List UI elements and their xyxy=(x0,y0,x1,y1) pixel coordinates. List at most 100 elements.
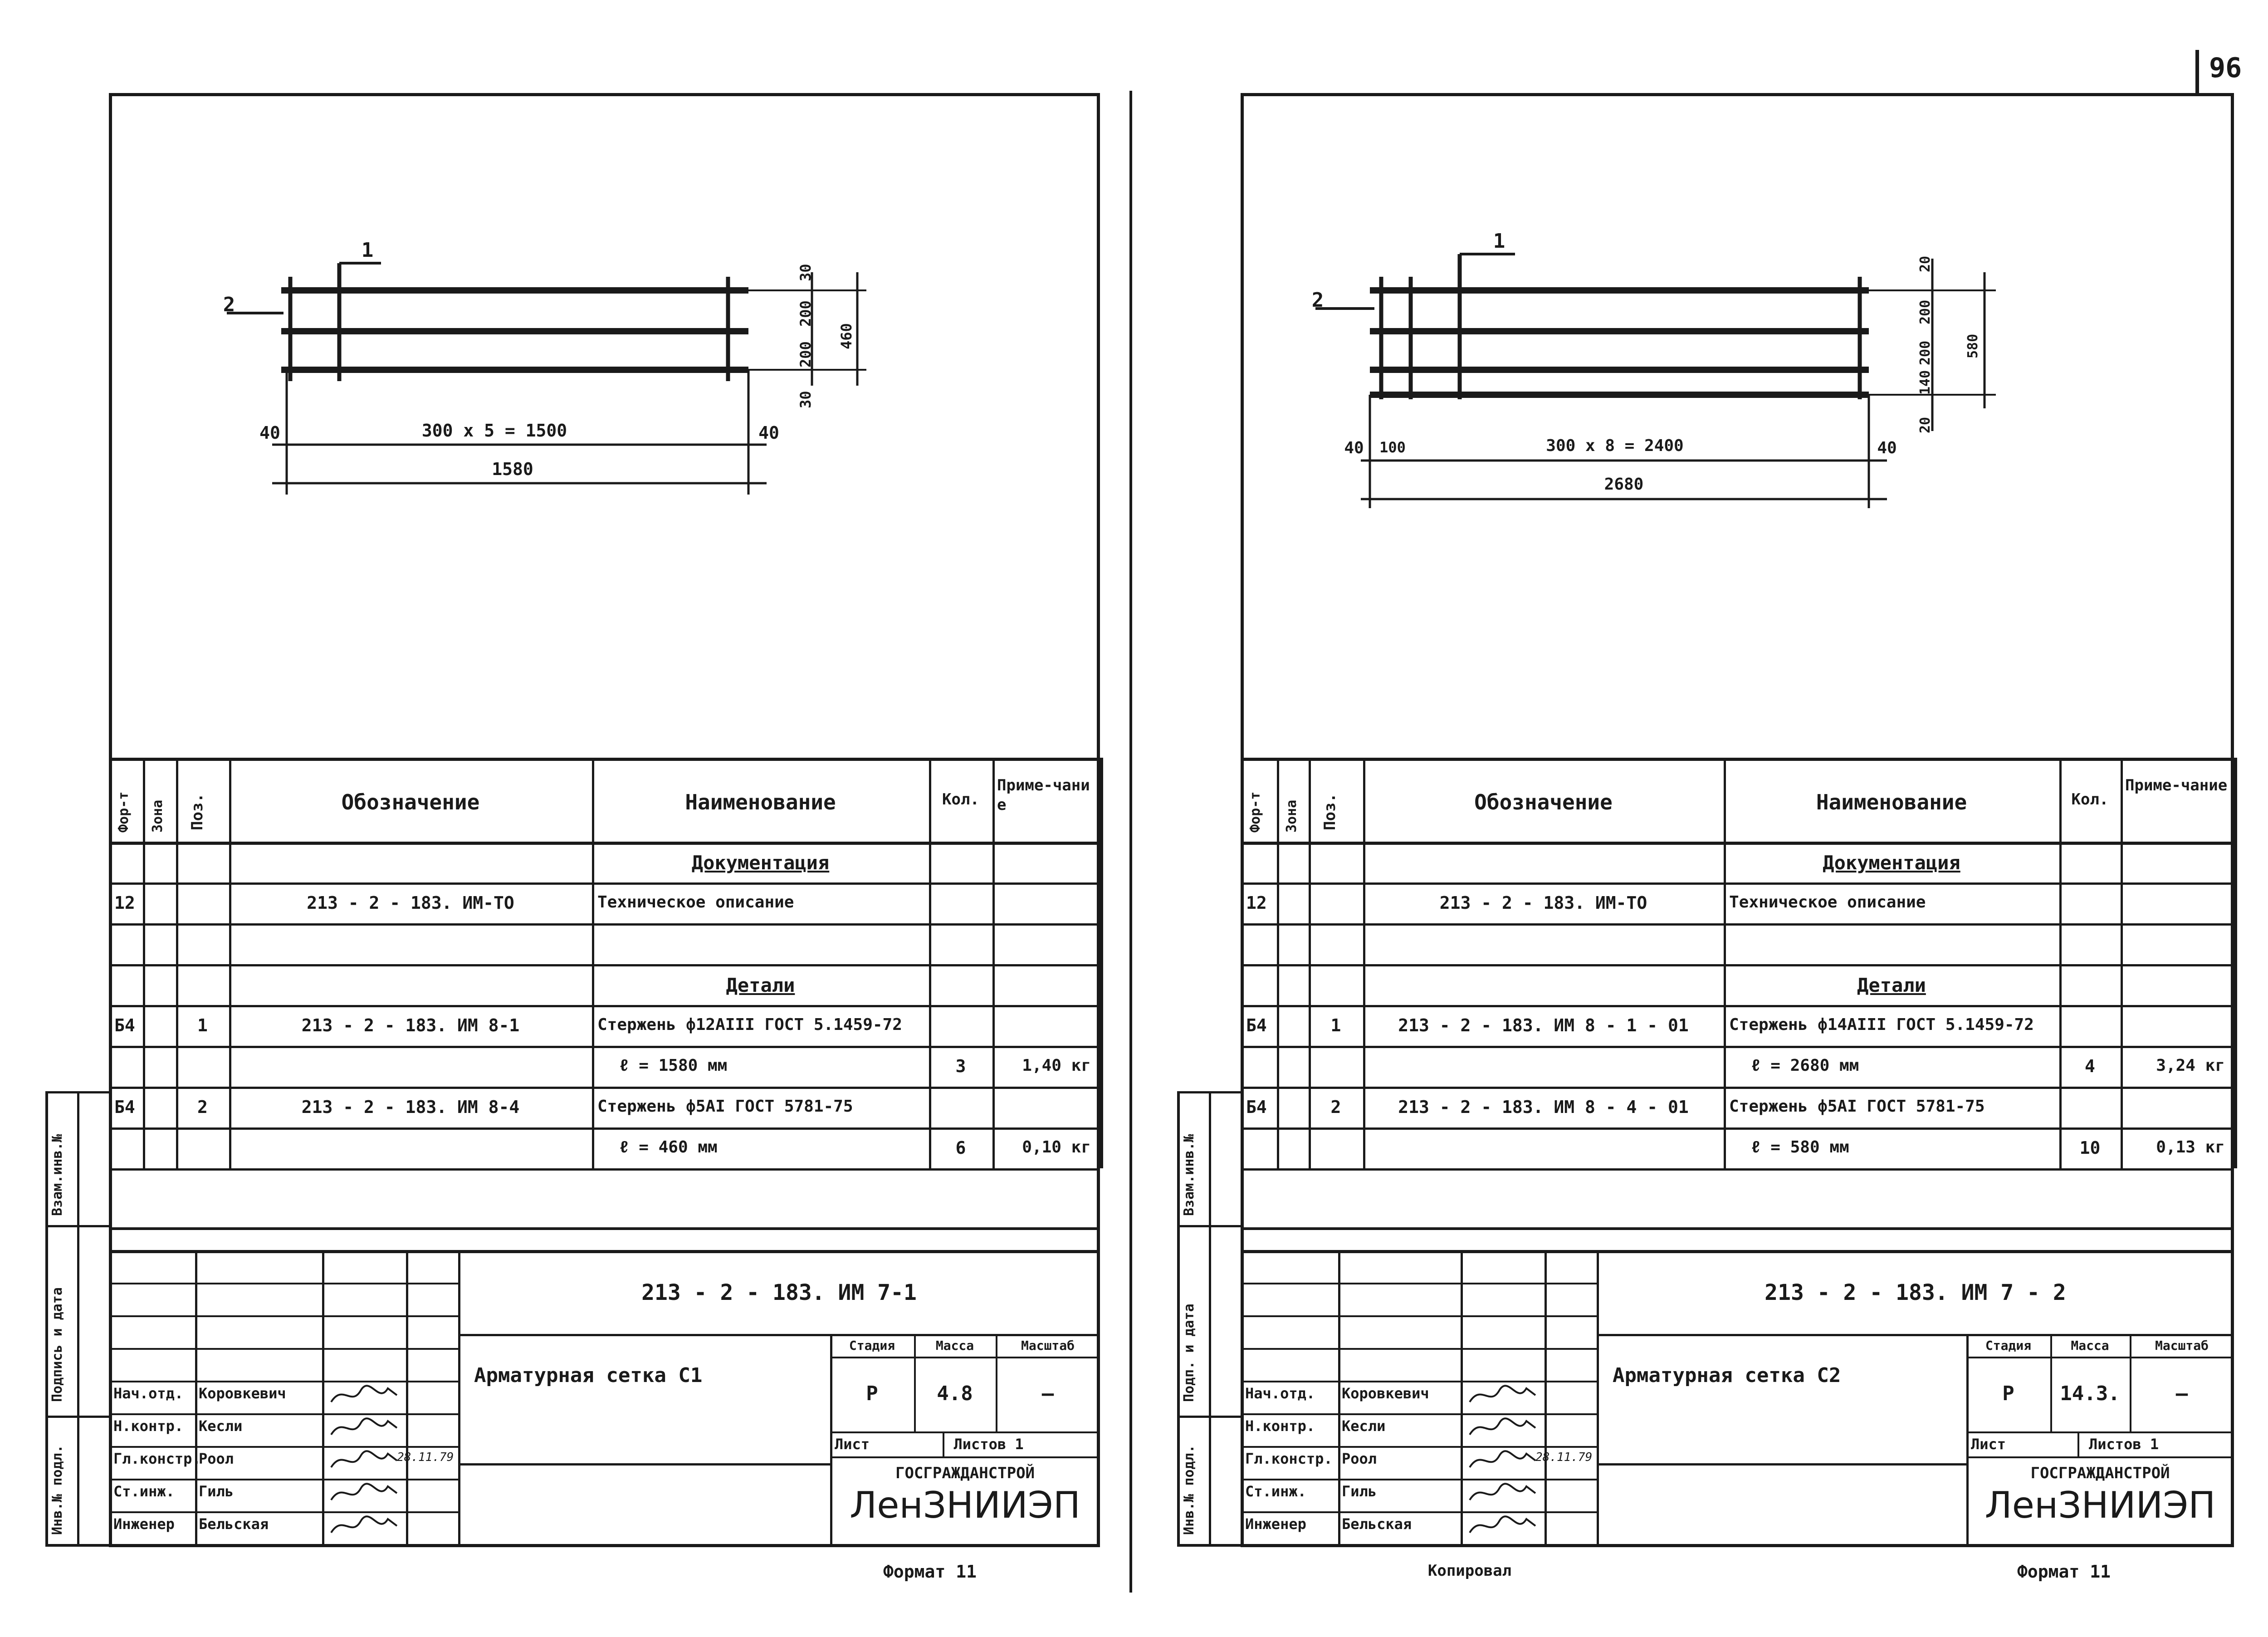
spec-cell-pos: 2 xyxy=(197,1097,208,1117)
mass-value: 14.3. xyxy=(2060,1382,2120,1405)
page-number-rule xyxy=(2195,50,2199,93)
drawing-title: Арматурная сетка С1 xyxy=(474,1364,703,1387)
spec-1-row-line xyxy=(109,1168,1100,1171)
spec-1-row-line xyxy=(109,882,1100,885)
spec-header-name: Наименование xyxy=(1816,790,1967,814)
spec-section-heading: Документация xyxy=(691,852,830,874)
tb-1-grid-col xyxy=(406,1250,408,1544)
tb-1-grid-row xyxy=(109,1381,458,1382)
spec-2-row-line xyxy=(1241,882,2234,885)
spec-cell-qty: 3 xyxy=(955,1056,966,1076)
stamp-2-top xyxy=(1177,1091,1241,1093)
role-name: Бельская xyxy=(199,1515,269,1533)
spec-cell-designation: 213 - 2 - 183. ИМ 8-4 xyxy=(301,1097,520,1117)
spec-cell-format: Б4 xyxy=(114,1097,135,1117)
spec-cell-format: Б4 xyxy=(1246,1015,1267,1035)
spec-2-row-line xyxy=(1241,923,2234,926)
org-logo-text: ЛенЗНИИЭП xyxy=(1984,1484,2216,1526)
tb-2-grid-col xyxy=(1338,1250,1340,1544)
signature-scribble xyxy=(1469,1450,1536,1468)
mass-value: 4.8 xyxy=(937,1382,973,1405)
spec-header-zone: Зона xyxy=(1284,799,1300,833)
spec-2-head-bottom xyxy=(1241,842,2234,845)
tb-2-meta-left xyxy=(1966,1334,1969,1544)
spec-cell-qty: 4 xyxy=(2085,1056,2095,1076)
signature-scribble xyxy=(330,1450,398,1468)
spec-2-col-line xyxy=(1241,758,1244,1168)
role-date: 28.11.79 xyxy=(1535,1451,1593,1464)
tb-1-grid-col xyxy=(322,1250,324,1544)
spec-header-pos: Поз. xyxy=(188,793,206,830)
spec-cell-note: 3,24 кг xyxy=(2156,1056,2225,1075)
sheet-2-frame-right xyxy=(2231,93,2234,1547)
stamp-inv-original: Инв.№ подл. xyxy=(49,1445,65,1535)
role-label: Ст.инж. xyxy=(113,1483,175,1500)
spec-1-col-line xyxy=(176,758,178,1168)
mesh-2-dim-v-top: 20 xyxy=(1917,255,1933,272)
mesh-2-dim-left: 40 xyxy=(1344,439,1364,457)
sheet-1-frame-bottom xyxy=(109,1544,1100,1547)
sheet-label: Лист xyxy=(1971,1436,2006,1453)
org-logo-text: ЛенЗНИИЭП xyxy=(850,1484,1080,1526)
org-name: ГОСГРАЖДАНСТРОЙ xyxy=(895,1464,1035,1482)
tb-2-sheet-col xyxy=(2077,1431,2079,1456)
tb-1-grid-row xyxy=(109,1446,458,1448)
spec-header-designation: Обозначение xyxy=(341,790,480,814)
page-number: 96 xyxy=(2209,52,2242,84)
spec-cell-pos: 1 xyxy=(1330,1015,1341,1035)
tb-2-grid-col xyxy=(1461,1250,1463,1544)
tb-2-grid-col xyxy=(1545,1250,1547,1544)
spec-cell-name: Техническое описание xyxy=(597,893,794,912)
spec-header-note: Приме-чание xyxy=(997,776,1090,814)
spec-1-row-line xyxy=(109,923,1100,926)
spec-2-col-line xyxy=(1309,758,1311,1168)
mesh-2-dim-v-1: 200 xyxy=(1917,299,1933,324)
tb-2-grid-row xyxy=(1241,1479,1597,1480)
spec-2-row-line xyxy=(1241,1046,2234,1048)
tb-2-meta-col xyxy=(2050,1334,2052,1431)
tb-1-meta-head xyxy=(830,1357,1100,1358)
role-label: Нач.отд. xyxy=(1245,1385,1315,1402)
tb-1-meta-val xyxy=(830,1431,1100,1433)
sheet-1-mesh-drawing xyxy=(227,262,866,495)
scale-label: Масштаб xyxy=(1021,1338,1075,1353)
stamp-sign-date: Подп. и дата xyxy=(1181,1304,1197,1402)
stamp-inv-original: Инв.№ подл. xyxy=(1181,1445,1197,1535)
tb-2-code-line xyxy=(1597,1334,2234,1336)
stage-value: Р xyxy=(2002,1382,2014,1405)
role-label: Н.контр. xyxy=(1245,1417,1315,1435)
mesh-1-dim-left: 40 xyxy=(259,423,280,443)
spec-2-row-line xyxy=(1241,1127,2234,1130)
spec-1-row-line xyxy=(109,1127,1100,1130)
spec-1-col-line xyxy=(929,758,931,1168)
tb-1-code-line xyxy=(458,1334,1100,1336)
spec-cell-name: ℓ = 2680 мм xyxy=(1751,1056,1859,1075)
spec-2-row-line xyxy=(1241,1168,2234,1171)
role-label: Инженер xyxy=(1245,1515,1306,1533)
role-name: Коровкевич xyxy=(1342,1385,1429,1402)
tb-2-meta-col xyxy=(2130,1334,2131,1431)
spec-2-col-line xyxy=(2234,758,2237,1168)
mesh-2-dim-v-total: 580 xyxy=(1965,333,1981,358)
spec-header-note: Приме-чание xyxy=(2125,776,2228,794)
tb-1-grid-col xyxy=(458,1250,460,1544)
spec-1-head-bottom xyxy=(109,842,1100,845)
spec-2-row-line xyxy=(1241,1087,2234,1089)
stamp-1-div2 xyxy=(45,1416,109,1418)
spec-cell-designation: 213 - 2 - 183. ИМ-ТО xyxy=(307,893,514,913)
tb-1-grid-row xyxy=(109,1413,458,1415)
spec-section-heading: Детали xyxy=(726,974,795,996)
tb-2-meta-val xyxy=(1966,1431,2234,1433)
spec-cell-name: Стержень ф14АIII ГОСТ 5.1459-72 xyxy=(1729,1015,2034,1034)
role-name: Кесли xyxy=(199,1417,243,1435)
org-name: ГОСГРАЖДАНСТРОЙ xyxy=(2030,1464,2170,1482)
signature-scribble xyxy=(1469,1483,1536,1501)
spec-header-pos: Поз. xyxy=(1321,793,1339,830)
mass-label: Масса xyxy=(935,1338,974,1353)
drawing-title: Арматурная сетка С2 xyxy=(1613,1364,1841,1387)
role-name: Кесли xyxy=(1342,1417,1386,1435)
tb-2-grid-row xyxy=(1241,1446,1597,1448)
tb-1-grid-row xyxy=(109,1511,458,1513)
stamp-2-div1 xyxy=(1177,1225,1241,1227)
tb-1-grid-col xyxy=(195,1250,197,1544)
